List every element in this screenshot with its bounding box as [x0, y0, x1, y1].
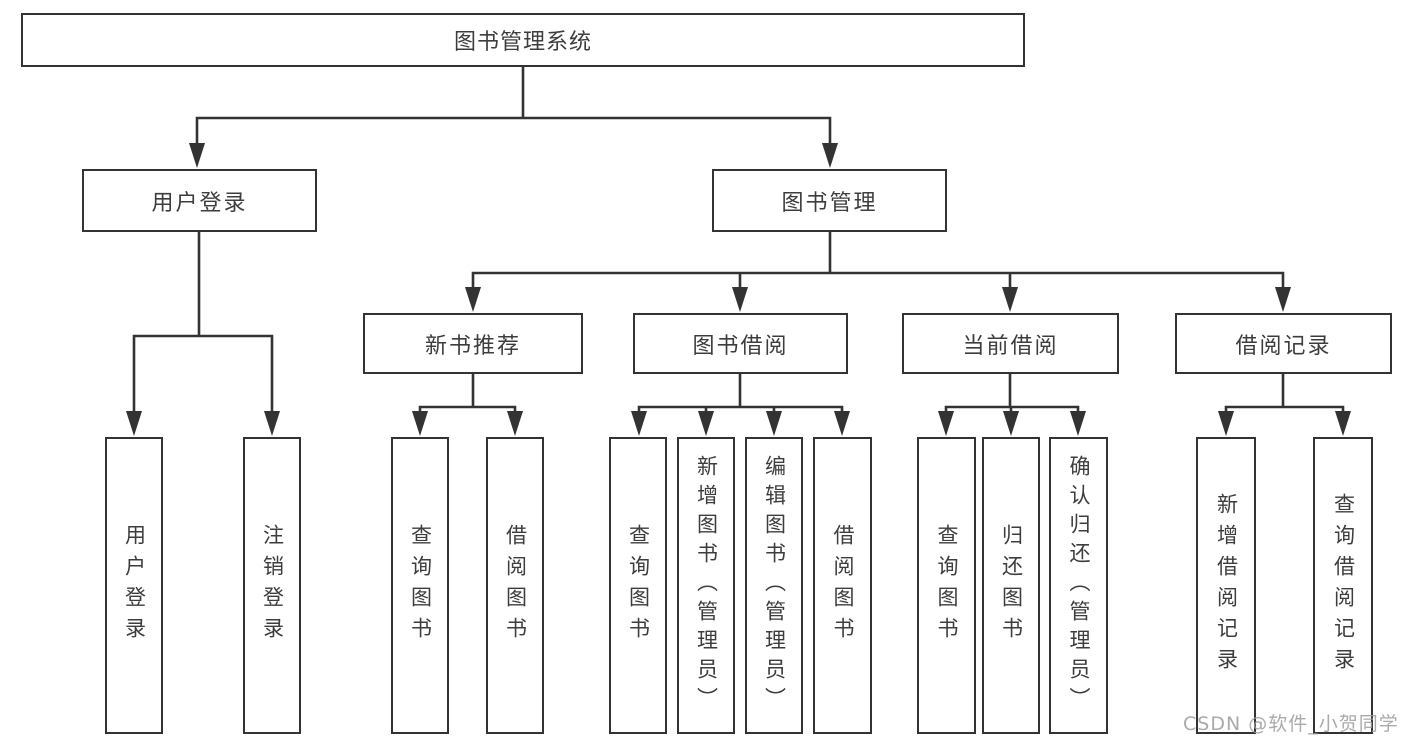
- leaf-bb-add-books-admin-label: 新增图书（管理员）: [694, 455, 719, 716]
- arrowhead-icon: [766, 411, 782, 436]
- leaf-bb-edit-books-admin: 编辑图书（管理员）: [745, 437, 803, 734]
- node-user-login-label: 用户登录: [151, 190, 248, 216]
- arrowhead-icon: [465, 287, 481, 312]
- leaf-nbr-borrow-books: 借阅图书: [486, 437, 544, 734]
- arrowhead-icon: [1218, 411, 1234, 436]
- arrowhead-icon: [1275, 287, 1291, 312]
- arrowhead-icon: [1002, 287, 1018, 312]
- arrowhead-icon: [834, 411, 850, 436]
- leaf-nbr-query-books-label: 查询图书: [408, 523, 433, 648]
- arrowhead-icon: [264, 411, 280, 436]
- leaf-cb-return-books-label: 归还图书: [999, 523, 1024, 648]
- arrowhead-icon: [732, 287, 748, 312]
- connector-new-book-children: [418, 372, 517, 422]
- node-book-management: 图书管理: [712, 169, 947, 232]
- leaf-bb-add-books-admin: 新增图书（管理员）: [677, 437, 735, 734]
- node-book-management-label: 图书管理: [781, 190, 878, 216]
- leaf-bb-edit-books-admin-label: 编辑图书（管理员）: [762, 455, 787, 716]
- leaf-logout-label: 注销登录: [260, 523, 285, 648]
- connector-root-to-level2: [195, 65, 832, 150]
- node-root: 图书管理系统: [21, 13, 1025, 67]
- leaf-br-query-borrow-record: 查询借阅记录: [1313, 437, 1373, 734]
- node-current-borrow-label: 当前借阅: [962, 333, 1059, 359]
- leaf-bb-query-books: 查询图书: [609, 437, 667, 734]
- node-new-book-recommend-label: 新书推荐: [424, 333, 521, 359]
- leaf-cb-return-books: 归还图书: [982, 437, 1040, 734]
- node-new-book-recommend: 新书推荐: [363, 313, 583, 374]
- node-borrow-records-label: 借阅记录: [1235, 333, 1332, 359]
- arrowhead-icon: [1003, 411, 1019, 436]
- node-book-borrow: 图书借阅: [633, 313, 848, 374]
- arrowhead-icon: [1070, 411, 1086, 436]
- leaf-cb-confirm-return-admin: 确认归还（管理员）: [1049, 437, 1108, 734]
- connector-book-management-children: [471, 230, 1285, 297]
- node-user-login: 用户登录: [82, 169, 317, 232]
- leaf-cb-confirm-return-admin-label: 确认归还（管理员）: [1067, 455, 1091, 716]
- leaf-bb-query-books-label: 查询图书: [626, 523, 651, 648]
- arrowhead-icon: [507, 411, 523, 436]
- leaf-logout: 注销登录: [243, 437, 301, 734]
- arrowhead-icon: [412, 411, 428, 436]
- connector-user-login-children: [132, 230, 274, 420]
- leaf-cb-query-books: 查询图书: [917, 437, 976, 734]
- leaf-br-add-borrow-record: 新增借阅记录: [1196, 437, 1256, 734]
- leaf-bb-borrow-books-label: 借阅图书: [831, 523, 855, 648]
- leaf-user-login: 用户登录: [105, 437, 163, 734]
- node-book-borrow-label: 图书借阅: [692, 333, 789, 359]
- arrowhead-icon: [631, 411, 647, 436]
- watermark: CSDN @软件_小贺同学: [1183, 713, 1399, 735]
- node-current-borrow: 当前借阅: [902, 313, 1119, 374]
- arrowheads: [126, 143, 1351, 436]
- leaf-user-login-label: 用户登录: [122, 523, 147, 648]
- leaf-br-query-borrow-record-label: 查询借阅记录: [1331, 492, 1356, 679]
- arrowhead-icon: [126, 411, 142, 436]
- node-borrow-records: 借阅记录: [1175, 313, 1392, 374]
- connector-borrow-record-children: [1224, 372, 1345, 422]
- leaf-bb-borrow-books: 借阅图书: [813, 437, 872, 734]
- arrowhead-icon: [938, 411, 954, 436]
- leaf-cb-query-books-label: 查询图书: [935, 523, 959, 648]
- arrowhead-icon: [822, 143, 838, 168]
- leaf-nbr-query-books: 查询图书: [391, 437, 449, 734]
- connector-book-borrow-children: [637, 372, 844, 422]
- leaf-br-add-borrow-record-label: 新增借阅记录: [1214, 492, 1239, 679]
- arrowhead-icon: [189, 143, 205, 168]
- node-root-label: 图书管理系统: [453, 30, 592, 55]
- arrowhead-icon: [1335, 411, 1351, 436]
- leaf-nbr-borrow-books-label: 借阅图书: [503, 523, 528, 648]
- arrowhead-icon: [698, 411, 714, 436]
